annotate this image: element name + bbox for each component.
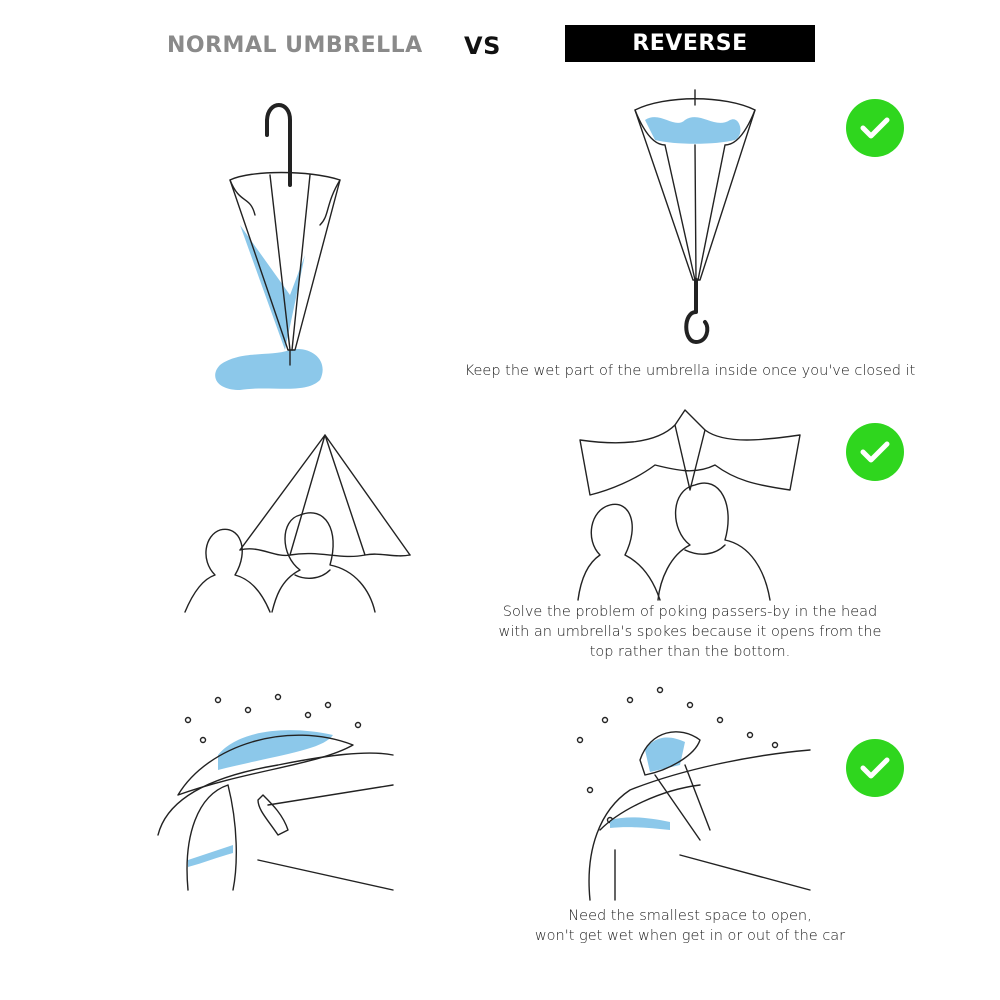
- normal-umbrella-car-illustration: [157, 693, 394, 891]
- check-icon: [846, 99, 904, 157]
- caption-line: with an umbrella's spokes because it ope…: [498, 624, 882, 640]
- reverse-umbrella-heading: REVERSE UMBRELLA: [565, 25, 815, 94]
- closed-normal-umbrella-illustration: [215, 103, 341, 390]
- closed-reverse-umbrella-illustration: [634, 89, 756, 344]
- vs-label: VS: [464, 32, 501, 60]
- caption-line: Keep the wet part of the umbrella inside…: [464, 363, 916, 379]
- caption-poking-passers: Solve the problem of poking passers-by i…: [440, 602, 940, 662]
- caption-line: won't get wet when get in or out of the …: [534, 928, 846, 944]
- caption-line: top rather than the bottom.: [589, 644, 791, 660]
- reverse-umbrella-open-illustration: [577, 409, 801, 601]
- caption-line: Need the smallest space to open,: [568, 908, 812, 924]
- reverse-umbrella-car-illustration: [576, 686, 811, 901]
- caption-wet-part: Keep the wet part of the umbrella inside…: [440, 361, 940, 381]
- normal-umbrella-heading: NORMAL UMBRELLA: [167, 33, 423, 58]
- check-icon: [846, 423, 904, 481]
- check-icon: [846, 739, 904, 797]
- caption-car-space: Need the smallest space to open, won't g…: [440, 906, 940, 946]
- normal-umbrella-poking-illustration: [184, 434, 411, 613]
- caption-line: Solve the problem of poking passers-by i…: [502, 604, 878, 620]
